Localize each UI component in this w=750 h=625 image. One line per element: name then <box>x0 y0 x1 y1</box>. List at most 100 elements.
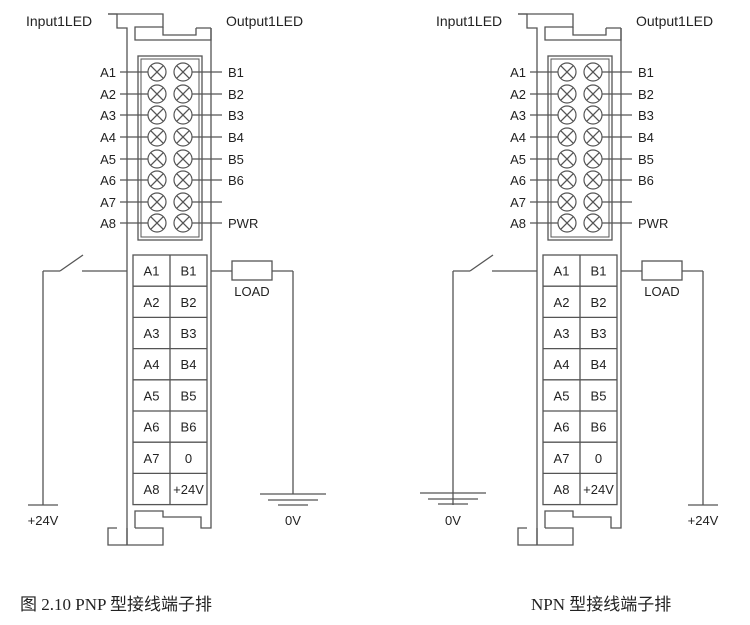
led-label-a: A1 <box>100 65 116 80</box>
terminal-cell-a: A5 <box>554 388 570 403</box>
led-cross <box>176 108 190 122</box>
led-label-b: B5 <box>638 152 654 167</box>
led-cross <box>176 87 190 101</box>
terminal-cell-a: A6 <box>144 420 160 435</box>
led-cross <box>150 108 164 122</box>
terminal-cell-a: A4 <box>144 357 160 372</box>
led-indicator-icon <box>147 192 167 212</box>
led-indicator-icon <box>173 149 193 169</box>
led-cross <box>586 152 600 166</box>
led-cross <box>176 173 190 187</box>
led-label-a: A8 <box>100 216 116 231</box>
load-label: LOAD <box>644 284 679 299</box>
led-indicator-icon <box>173 213 193 233</box>
led-panel-inner <box>140 58 200 238</box>
terminal-cell-b: B5 <box>591 388 607 403</box>
led-indicator-icon <box>583 105 603 125</box>
led-label-a: A7 <box>510 195 526 210</box>
load-resistor-icon <box>231 260 273 281</box>
terminal-cell-a: A3 <box>554 326 570 341</box>
led-indicator-icon <box>173 84 193 104</box>
led-cross <box>176 195 190 209</box>
led-label-a: A5 <box>100 152 116 167</box>
led-cross <box>150 130 164 144</box>
terminal-cell-b: B3 <box>591 326 607 341</box>
terminal-cell-b: B2 <box>181 295 197 310</box>
ground-icon <box>420 492 486 505</box>
terminal-cell-b: B1 <box>591 264 607 279</box>
terminal-cell-a: A4 <box>554 357 570 372</box>
led-label-b: B6 <box>228 173 244 188</box>
led-indicator-icon <box>173 62 193 82</box>
led-indicator-icon <box>583 149 603 169</box>
led-label-b: B6 <box>638 173 654 188</box>
led-indicator-icon <box>583 170 603 190</box>
ground-icon <box>260 493 326 506</box>
led-cross <box>586 130 600 144</box>
caption-npn: NPN 型接线端子排 <box>531 595 672 614</box>
led-label-a: A3 <box>100 108 116 123</box>
led-label-a: A6 <box>510 173 526 188</box>
led-indicator-icon <box>173 192 193 212</box>
module-left-edge <box>108 13 128 545</box>
terminal-cell-b: B2 <box>591 295 607 310</box>
led-indicator-icon <box>557 170 577 190</box>
terminal-cell-b: B5 <box>181 388 197 403</box>
led-cross <box>150 195 164 209</box>
module-right-edge <box>134 28 212 529</box>
led-label-b: B4 <box>228 130 244 145</box>
terminal-cell-b: B4 <box>591 357 607 372</box>
led-label-a: A5 <box>510 152 526 167</box>
led-indicator-icon <box>147 170 167 190</box>
led-label-b: B3 <box>228 108 244 123</box>
switch-contact-icon <box>469 254 494 272</box>
terminal-cell-b: B6 <box>181 420 197 435</box>
led-label-a: A3 <box>510 108 526 123</box>
led-cross <box>586 195 600 209</box>
led-indicator-icon <box>147 105 167 125</box>
led-indicator-icon <box>583 62 603 82</box>
led-indicator-icon <box>147 127 167 147</box>
led-indicator-icon <box>173 105 193 125</box>
led-label-b: B4 <box>638 130 654 145</box>
top-notch <box>162 27 211 36</box>
led-indicator-icon <box>583 213 603 233</box>
led-label-b: B1 <box>228 65 244 80</box>
led-cross <box>560 195 574 209</box>
led-indicator-icon <box>147 213 167 233</box>
led-label-a: A2 <box>100 87 116 102</box>
terminal-cell-b: B3 <box>181 326 197 341</box>
led-cross <box>176 216 190 230</box>
input-switch-circuit: 0V <box>420 254 537 528</box>
terminal-cell-a: A1 <box>144 264 160 279</box>
top-clip <box>518 13 622 41</box>
led-cross <box>560 152 574 166</box>
terminal-cell-b: B1 <box>181 264 197 279</box>
led-cross <box>176 130 190 144</box>
led-label-b: B3 <box>638 108 654 123</box>
input-led-label: Input1LED <box>26 13 92 29</box>
input-led-label: Input1LED <box>436 13 502 29</box>
load-label: LOAD <box>234 284 269 299</box>
led-label-a: A4 <box>510 130 526 145</box>
terminal-cell-b: +24V <box>583 482 614 497</box>
led-indicator-icon <box>583 84 603 104</box>
led-indicator-icon <box>557 62 577 82</box>
led-label-a: A4 <box>100 130 116 145</box>
led-cross <box>560 65 574 79</box>
terminal-cell-a: A7 <box>554 451 570 466</box>
led-label-a: A8 <box>510 216 526 231</box>
terminal-cell-a: A7 <box>144 451 160 466</box>
led-cross <box>150 65 164 79</box>
caption-pnp: 图 2.10 PNP 型接线端子排 <box>20 595 213 614</box>
output-load-circuit: LOAD+24V <box>621 260 719 528</box>
terminal-cell-b: B4 <box>181 357 197 372</box>
module-left-edge <box>518 13 538 545</box>
led-cross <box>560 130 574 144</box>
output-led-label: Output1LED <box>226 13 303 29</box>
led-cross <box>176 65 190 79</box>
output-led-label: Output1LED <box>636 13 713 29</box>
led-panel-inner <box>550 58 610 238</box>
